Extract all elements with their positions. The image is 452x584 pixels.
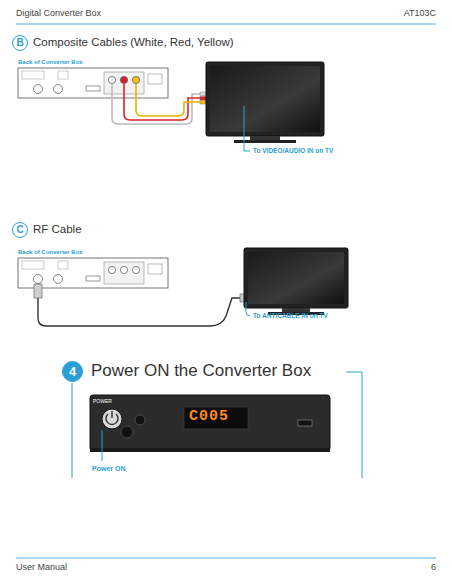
section-letter: 4 [69,365,76,378]
leader-line [244,106,250,151]
converter-front [90,395,330,452]
section-frame [72,383,73,478]
button-label: POWER [93,399,112,405]
display-readout: C005 [189,409,229,426]
page-footer: User Manual [16,563,67,573]
callout-label: Power ON [92,465,125,473]
section-badge: CRF Cable [12,222,28,238]
page-header: Digital Converter Box [16,9,101,19]
section-badge: BComposite Cables (White, Red, Yellow) [12,35,28,51]
page-number: 6 [431,563,436,573]
section-heading: RF Cable [33,223,82,236]
rf-cable [34,284,249,326]
step-badge: 4Power ON the Converter Box [62,361,83,382]
leader-line [102,430,103,461]
panel-caption: Back of Converter Box [18,59,83,66]
header-rule [16,24,436,25]
section-letter: B [16,38,23,48]
model-number: AT103C [404,9,436,19]
section-letter: C [16,225,23,235]
callout-label: To ANT/CABLE IN on TV [253,312,328,319]
section-heading: Power ON the Converter Box [91,362,311,381]
converter-back-c [18,258,168,288]
footer-rule [16,558,436,559]
tv-c [244,248,348,315]
composite-plugs [200,92,206,104]
panel-caption: Back of Converter Box [18,249,83,256]
leader-line [246,302,250,316]
section-frame [346,372,362,478]
callout-label: To VIDEO/AUDIO IN on TV [253,147,333,154]
tv-b [206,62,324,143]
section-heading: Composite Cables (White, Red, Yellow) [33,36,234,49]
composite-cables [112,84,200,124]
converter-back-b [18,68,168,98]
